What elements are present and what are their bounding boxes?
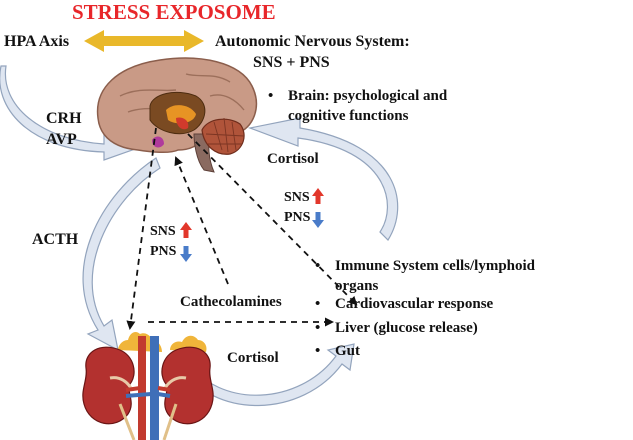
label-sns-right: SNS xyxy=(284,190,310,205)
kidneys-adrenal-illustration xyxy=(82,332,214,440)
label-ans-line1: Autonomic Nervous System: xyxy=(215,33,410,50)
label-cortisol-upper: Cortisol xyxy=(267,151,319,167)
bullet-cardiovascular-text: Cardiovascular response xyxy=(335,296,494,312)
brain-illustration xyxy=(96,57,258,173)
label-hpa-axis: HPA Axis xyxy=(4,33,70,50)
dashed-arrow-to-brain-sns xyxy=(174,156,229,285)
diagram-title: STRESS EXPOSOME xyxy=(72,0,276,24)
bullet-marker: • xyxy=(315,320,321,336)
bullet-liver-text: Liver (glucose release) xyxy=(335,320,478,336)
bullet-immune-line1: Immune System cells/lymphoid xyxy=(335,258,536,274)
down-arrow-icon xyxy=(180,246,192,262)
label-cortisol-lower: Cortisol xyxy=(227,350,279,366)
bullet-gut-text: Gut xyxy=(335,343,361,359)
bullet-cardiovascular: • Cardiovascular response xyxy=(315,294,494,314)
bullet-liver: • Liver (glucose release) xyxy=(315,318,478,338)
bullet-marker: • xyxy=(315,258,321,274)
curved-arrow-cortisol-upper xyxy=(247,117,399,241)
label-acth: ACTH xyxy=(32,231,79,248)
bullet-brain-line2: cognitive functions xyxy=(288,108,409,124)
bullet-brain-line1: Brain: psychological and xyxy=(288,88,448,104)
bullet-gut: • Gut xyxy=(315,341,361,361)
label-sns-left: SNS xyxy=(150,224,176,239)
bullet-marker: • xyxy=(268,88,274,104)
bullet-immune: • Immune System cells/lymphoid organs xyxy=(315,256,536,296)
dashed-arrow-brain-to-adrenal xyxy=(126,127,157,330)
curved-arrow-hpa-to-brain xyxy=(0,65,140,161)
dashed-arrow-brain-to-targets xyxy=(187,133,358,306)
label-crh: CRH xyxy=(46,110,82,127)
down-arrow-icon xyxy=(312,212,324,228)
label-avp: AVP xyxy=(46,131,77,148)
bullet-marker: • xyxy=(315,296,321,312)
bullet-marker: • xyxy=(315,343,321,359)
curved-arrow-acth xyxy=(82,157,161,352)
label-ans-line2: SNS + PNS xyxy=(253,54,330,71)
bullet-immune-line2: organs xyxy=(335,278,379,294)
bullet-brain: • Brain: psychological and cognitive fun… xyxy=(268,86,448,126)
label-pns-left: PNS xyxy=(150,244,177,259)
label-pns-right: PNS xyxy=(284,210,311,225)
up-arrow-icon xyxy=(312,188,324,204)
curved-arrow-cortisol-lower xyxy=(179,343,355,407)
label-catecholamines: Cathecolamines xyxy=(180,294,282,310)
double-arrow-icon xyxy=(84,30,204,52)
up-arrow-icon xyxy=(180,222,192,238)
cerebellum xyxy=(201,117,245,155)
dashed-arrows xyxy=(126,127,358,330)
